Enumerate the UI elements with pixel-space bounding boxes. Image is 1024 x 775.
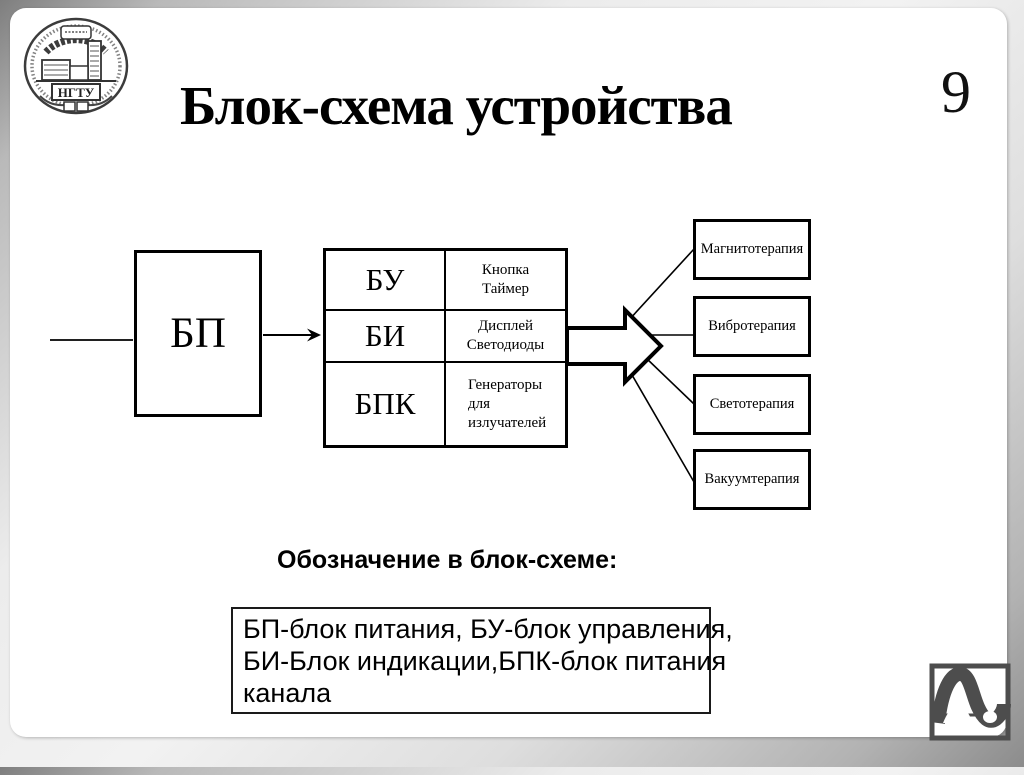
legend-heading: Обозначение в блок-схеме: [277,546,618,574]
power-block-label: БП [170,310,226,357]
university-logo-icon: НГТУ [23,17,129,115]
therapy-box-sveto: Светотерапия [693,374,811,435]
table-desc-bi: Дисплей Светодиоды [446,311,565,363]
desc-line: для [468,395,491,412]
desc-line: Генераторы [468,376,543,393]
fan-line-sveto [644,356,695,405]
legend-line: канала [243,678,332,708]
university-abbr-text: НГТУ [58,85,95,100]
desc-line: Таймер [481,281,530,297]
table-abbr-bpk: БПК [326,363,446,445]
therapy-box-vibro: Вибротерапия [693,296,811,357]
therapy-box-magnito: Магнитотерапия [693,219,811,280]
therapy-label: Светотерапия [709,396,795,412]
table-abbr-bi: БИ [326,311,446,363]
legend-line: БП-блок питания, БУ-блок управления, [243,614,733,644]
sine-wave-logo-icon [929,663,1011,741]
page-number: 9 [941,59,971,125]
slide-title: Блок-схема устройства [180,75,733,136]
control-table: БУ Кнопка Таймер БИ Дисплей Светодиоды Б… [323,248,568,448]
block-arrow [565,305,664,387]
table-desc-bpk: Генераторы для излучателей [446,363,565,445]
power-block-box: БП [134,250,262,417]
table-abbr-bu: БУ [326,251,446,311]
therapy-label: Вакуумтерапия [704,471,800,487]
desc-line: Кнопка [481,262,530,278]
table-desc-bu: Кнопка Таймер [446,251,565,311]
desc-line: Светодиоды [466,337,545,353]
slide-canvas: НГТУ Блок-схема устройства 9 БП БУ Кнопк… [10,8,1011,741]
therapy-label: Вибротерапия [708,318,796,334]
legend-box: БП-блок питания, БУ-блок управления, БИ-… [231,607,733,714]
fan-line-magnito [627,248,695,322]
legend-line: БИ-Блок индикации,БПК-блок питания [243,646,727,676]
desc-line: излучателей [468,414,547,431]
desc-line: Дисплей [477,318,534,334]
therapy-label: Магнитотерапия [700,241,804,257]
bp-output-arrow [263,328,321,342]
fan-line-vacuum [627,367,695,483]
therapy-box-vacuum: Вакуумтерапия [693,449,811,510]
